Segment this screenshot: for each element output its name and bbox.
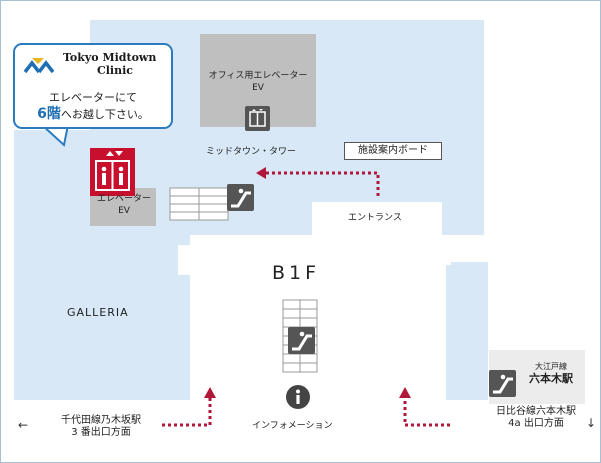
clinic-name-line1: Tokyo Midtown: [63, 51, 157, 64]
office-elevator-label-line2: EV: [252, 83, 264, 93]
nogizaka-station-line2: 3 番出口方面: [71, 427, 131, 438]
entrance-label: エントランス: [348, 213, 402, 223]
entrance-opening: [312, 202, 442, 236]
hibiya-station-line1: 日比谷線六本木駅: [496, 406, 576, 417]
office-elevator-label-line1: オフィス用エレベーター: [208, 71, 308, 81]
route-dotted-arrows: [162, 171, 450, 427]
floor-label: B1F: [272, 262, 321, 284]
nogizaka-station-label: 千代田線乃木坂駅 3 番出口方面: [48, 415, 154, 439]
information-icon: [286, 385, 310, 409]
galleria-label: GALLERIA: [67, 306, 129, 319]
clinic-callout: Tokyo Midtown Clinic エレベーターにて 6階へお越し下さい。: [13, 43, 173, 129]
office-elevator-label: オフィス用エレベーター EV: [202, 70, 314, 94]
right-area: [446, 262, 488, 400]
clinic-name-line2: Clinic: [97, 64, 133, 77]
elevator-label-line1: エレベーター: [96, 194, 151, 204]
gallery-upper-area: [14, 130, 90, 235]
down-arrow-icon: ↓: [586, 416, 597, 430]
nogizaka-station-line1: 千代田線乃木坂駅: [61, 415, 141, 426]
midtown-tower-label: ミッドタウン・タワー: [206, 147, 297, 157]
corridor-area: [190, 235, 446, 445]
facility-board-sign[interactable]: 施設案内ボード: [344, 142, 442, 160]
elevator-icon[interactable]: [90, 148, 135, 196]
callout-floor-number: 6階: [37, 106, 61, 122]
tokyo-midtown-logo-icon: [23, 58, 55, 74]
roppongi-oedo-label: 大江戸線 六本木駅: [520, 361, 582, 385]
escalator-icon: [288, 327, 315, 354]
roppongi-station-label: 六本木駅: [529, 372, 573, 385]
gallery-area: [14, 235, 190, 400]
escalator-icon: [489, 370, 516, 397]
route-arrow-heads: [204, 167, 411, 398]
office-elevator-icon: [245, 106, 270, 131]
roppongi-hibiya-label: 日比谷線六本木駅 4a 出口方面: [486, 406, 586, 430]
information-label: インフォメーション: [252, 421, 333, 431]
corridor-notch-right: [437, 245, 451, 265]
elevator-label-line2: EV: [118, 206, 130, 216]
left-arrow-icon: ←: [18, 418, 29, 432]
corridor-notch-left: [178, 245, 192, 275]
oedo-line-label: 大江戸線: [535, 362, 567, 371]
escalator-icon: [227, 184, 254, 211]
callout-message-line2: 6階へお越し下さい。: [15, 106, 171, 123]
escalator-stairs-upper: [169, 187, 229, 221]
callout-message-rest: へお越し下さい。: [60, 108, 149, 121]
callout-message-line1: エレベーターにて: [49, 91, 137, 104]
hibiya-station-line2: 4a 出口方面: [508, 418, 564, 429]
elevator-label: エレベーター EV: [94, 193, 154, 217]
